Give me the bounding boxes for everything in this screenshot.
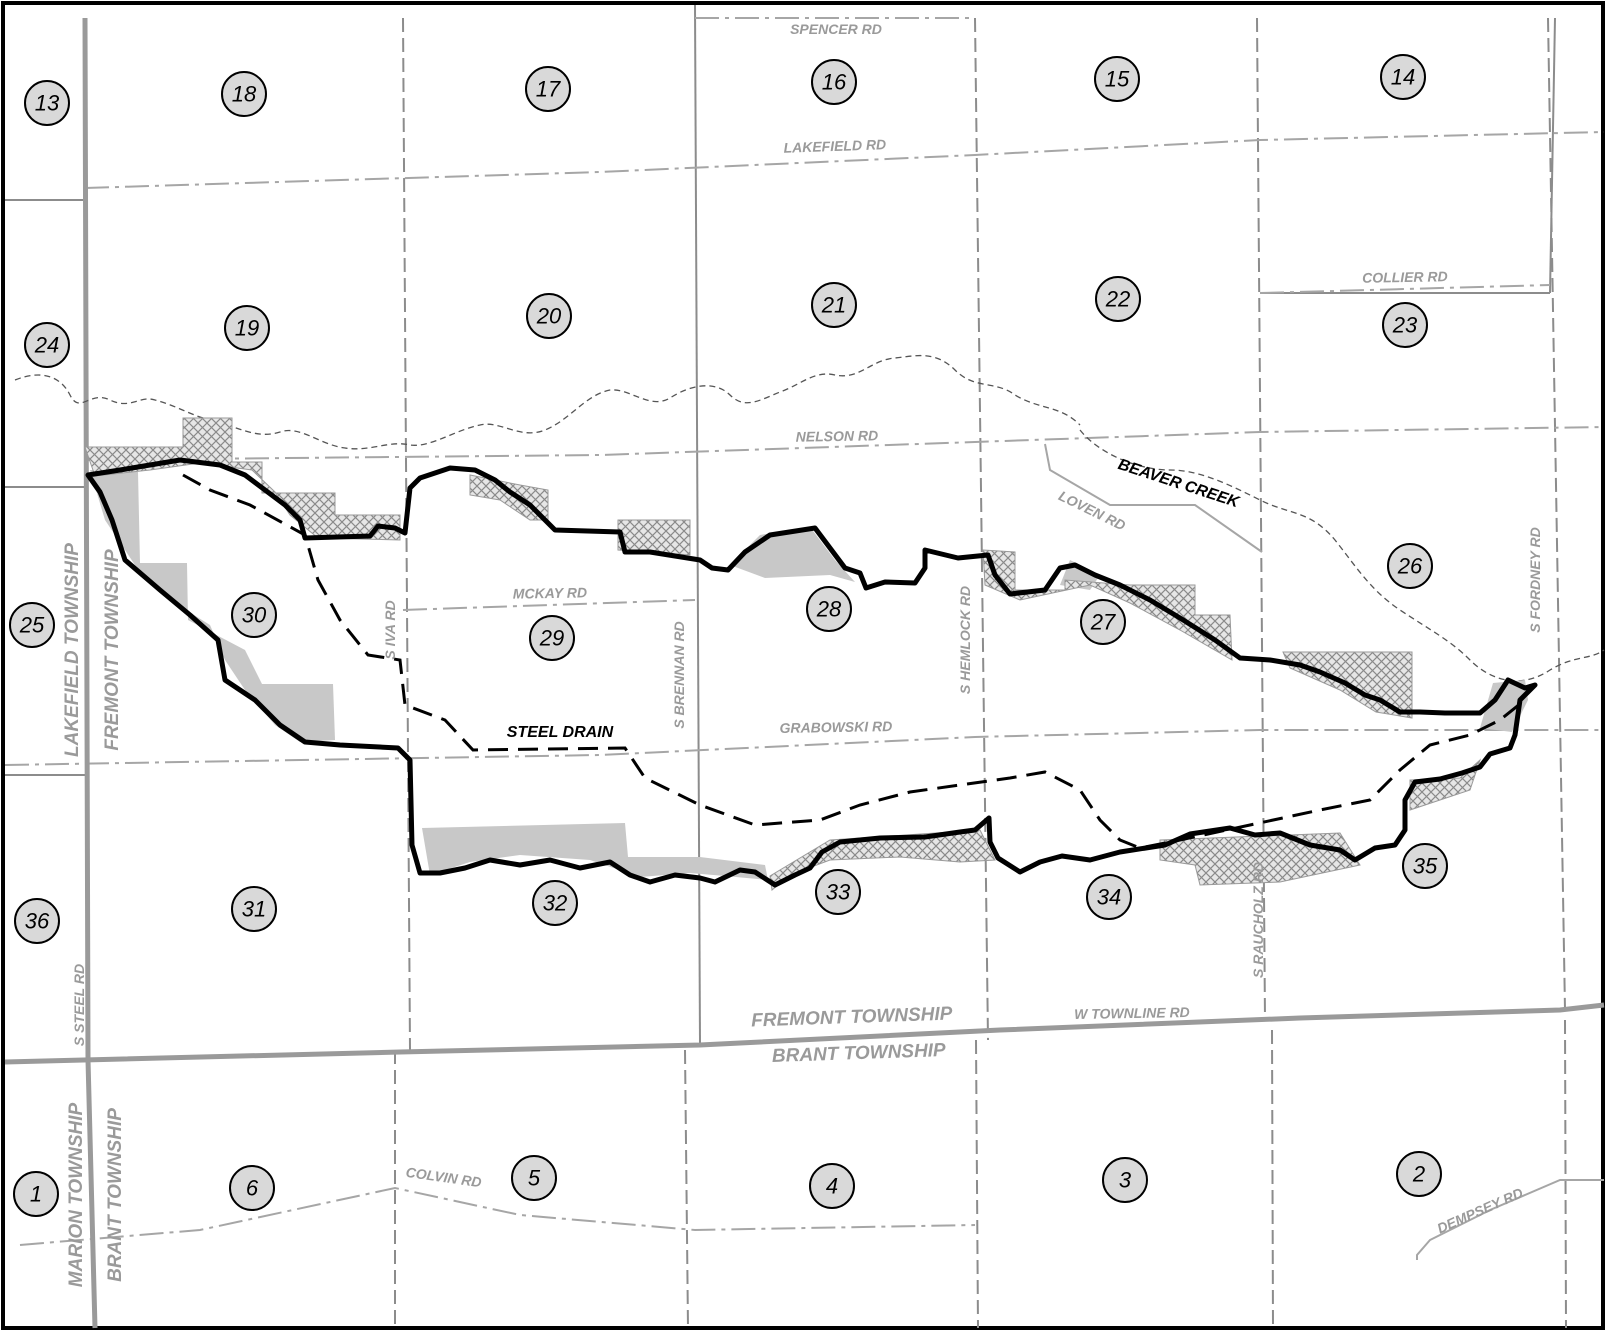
- svg-text:36: 36: [25, 909, 50, 934]
- section-13: 13: [24, 80, 70, 126]
- label-grabowski-rd: GRABOWSKI RD: [779, 718, 892, 736]
- section-30: 30: [231, 592, 277, 638]
- svg-text:3: 3: [1119, 1168, 1132, 1193]
- svg-text:27: 27: [1090, 610, 1116, 635]
- label-s-steel-rd: S STEEL RD: [71, 964, 87, 1046]
- section-14: 14: [1380, 54, 1426, 100]
- label-spencer-rd: SPENCER RD: [790, 21, 882, 37]
- section-18: 18: [221, 71, 267, 117]
- label-marion-township: MARION TOWNSHIP: [66, 1102, 87, 1287]
- label-s-brennan-rd: S BRENNAN RD: [671, 621, 687, 728]
- svg-text:24: 24: [34, 333, 59, 358]
- svg-text:5: 5: [528, 1166, 541, 1191]
- section-28: 28: [806, 586, 852, 632]
- section-26: 26: [1387, 543, 1433, 589]
- svg-text:16: 16: [822, 70, 847, 95]
- section-4: 4: [809, 1163, 855, 1209]
- section-36: 36: [14, 898, 60, 944]
- section-16: 16: [811, 59, 857, 105]
- svg-text:14: 14: [1391, 65, 1415, 90]
- section-33: 33: [815, 869, 861, 915]
- roads: [4, 17, 1605, 1260]
- label-collier-rd: COLLIER RD: [1362, 268, 1448, 285]
- label-mckay-rd: MCKAY RD: [513, 584, 587, 601]
- section-17: 17: [525, 66, 571, 112]
- svg-text:15: 15: [1105, 67, 1130, 92]
- township-boundaries: [4, 17, 1605, 1329]
- section-31: 31: [231, 886, 277, 932]
- svg-text:26: 26: [1397, 554, 1423, 579]
- section-35: 35: [1402, 843, 1448, 889]
- label-w-townline-rd: W TOWNLINE RD: [1074, 1004, 1190, 1022]
- section-3: 3: [1102, 1157, 1148, 1203]
- svg-text:22: 22: [1105, 287, 1130, 312]
- svg-text:17: 17: [536, 77, 561, 102]
- section-15: 15: [1094, 56, 1140, 102]
- section-23: 23: [1382, 302, 1428, 348]
- svg-text:30: 30: [242, 603, 267, 628]
- svg-text:4: 4: [826, 1174, 838, 1199]
- svg-text:21: 21: [821, 293, 846, 318]
- svg-text:1: 1: [30, 1182, 42, 1207]
- label-fremont-township-west: FREMONT TOWNSHIP: [102, 549, 123, 751]
- steel-drain: [182, 473, 1526, 850]
- svg-text:29: 29: [539, 626, 564, 651]
- section-22: 22: [1095, 276, 1141, 322]
- beaver-creek-channels: [14, 354, 1605, 682]
- label-steel-drain: STEEL DRAIN: [507, 724, 614, 741]
- svg-text:20: 20: [536, 304, 562, 329]
- svg-text:33: 33: [826, 880, 851, 905]
- section-34: 34: [1086, 874, 1132, 920]
- label-brant-township-east: BRANT TOWNSHIP: [105, 1108, 126, 1282]
- svg-text:35: 35: [1413, 854, 1438, 879]
- section-20: 20: [526, 293, 572, 339]
- section-markers: 13 18 17 16 15 14 24 19 20 21 22 23 25 3…: [9, 54, 1448, 1217]
- svg-text:18: 18: [232, 82, 257, 107]
- section-32: 32: [532, 880, 578, 926]
- svg-text:31: 31: [242, 897, 266, 922]
- svg-text:13: 13: [35, 91, 60, 116]
- section-24: 24: [24, 322, 70, 368]
- label-s-hemlock-rd: S HEMLOCK RD: [957, 586, 973, 694]
- label-lakefield-rd: LAKEFIELD RD: [783, 136, 886, 156]
- svg-text:2: 2: [1412, 1162, 1425, 1187]
- label-s-iva-rd: S IVA RD: [382, 600, 398, 659]
- label-s-fordney-rd: S FORDNEY RD: [1527, 527, 1543, 633]
- section-27: 27: [1080, 599, 1126, 645]
- svg-text:6: 6: [246, 1176, 259, 1201]
- label-nelson-rd: NELSON RD: [796, 427, 879, 444]
- svg-text:34: 34: [1097, 885, 1121, 910]
- section-25: 25: [9, 602, 55, 648]
- svg-text:32: 32: [543, 891, 567, 916]
- svg-text:19: 19: [235, 316, 259, 341]
- section-29: 29: [529, 615, 575, 661]
- section-grid: [5, 4, 1567, 1329]
- section-2: 2: [1396, 1151, 1442, 1197]
- section-6: 6: [229, 1165, 275, 1211]
- label-s-raucholz-rd: S RAUCHOLZ RD: [1250, 862, 1266, 978]
- svg-text:28: 28: [816, 597, 842, 622]
- section-19: 19: [224, 305, 270, 351]
- label-lakefield-township: LAKEFIELD TOWNSHIP: [62, 543, 83, 757]
- watershed-boundary: [85, 457, 1538, 888]
- svg-text:25: 25: [19, 613, 45, 638]
- section-21: 21: [811, 282, 857, 328]
- svg-text:23: 23: [1392, 313, 1418, 338]
- section-1: 1: [13, 1171, 59, 1217]
- section-5: 5: [511, 1155, 557, 1201]
